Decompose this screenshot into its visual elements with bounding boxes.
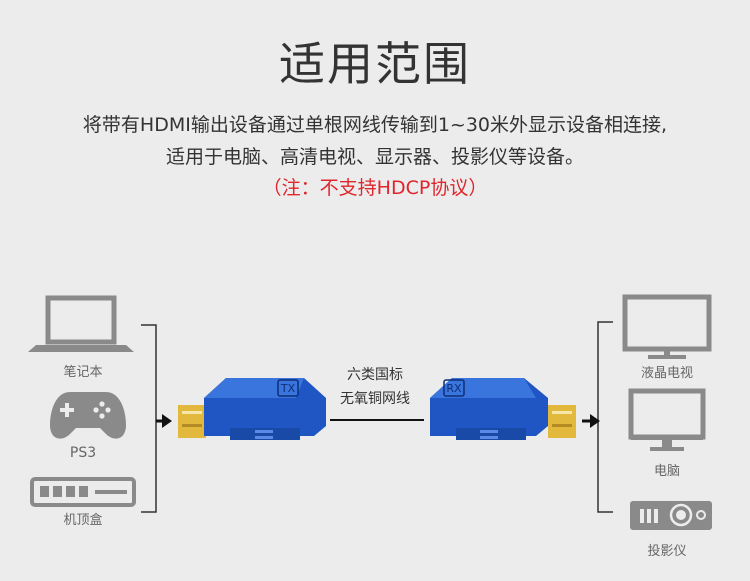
ps3-label: PS3 <box>69 445 97 461</box>
lcd-tv-label: 液晶电视 <box>640 366 693 381</box>
projector-icon <box>630 501 712 530</box>
rx-extender: RX <box>430 378 576 440</box>
cable-label-line-1: 六类国标 <box>347 367 403 383</box>
set-top-box-label: 机顶盒 <box>63 513 103 528</box>
projector-label: 投影仪 <box>647 544 687 559</box>
computer-monitor-icon <box>628 388 706 451</box>
laptop-label: 笔记本 <box>63 365 103 380</box>
right-bracket <box>582 321 613 513</box>
lcd-tv-icon <box>622 294 712 359</box>
cable-label-line-2: 无氧铜网线 <box>340 391 410 407</box>
hdcp-note: （注：不支持HDCP协议） <box>262 177 488 199</box>
laptop-icon <box>28 295 134 352</box>
description-line-2: 适用于电脑、高清电视、显示器、投影仪等设备。 <box>165 146 584 168</box>
rx-mark: RX <box>446 382 462 395</box>
left-bracket <box>141 324 172 513</box>
tx-mark: TX <box>280 382 296 395</box>
gamepad-icon <box>50 392 126 439</box>
page-title: 适用范围 <box>279 37 471 91</box>
tx-extender: TX <box>178 378 326 440</box>
computer-label: 电脑 <box>653 464 680 479</box>
set-top-box-icon <box>30 477 136 507</box>
description-line-1: 将带有HDMI输出设备通过单根网线传输到1~30米外显示设备相连接, <box>82 114 668 136</box>
